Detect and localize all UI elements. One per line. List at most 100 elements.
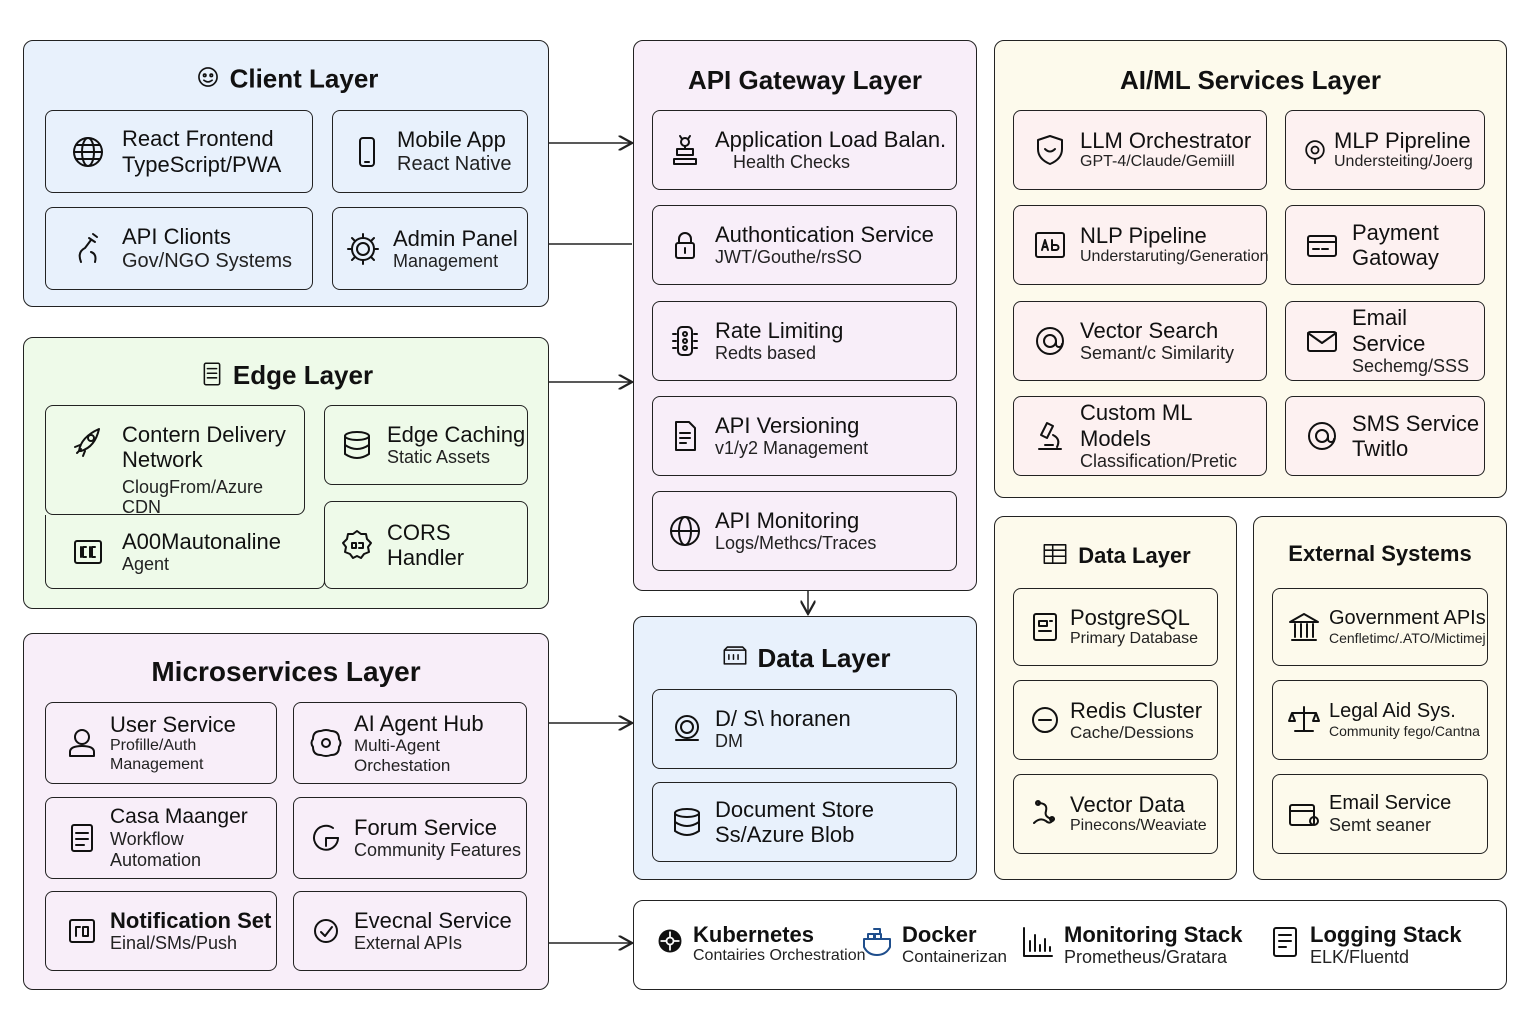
- card-subtitle: Management: [393, 250, 499, 271]
- phone-icon: [347, 132, 387, 172]
- face-icon: [194, 63, 222, 98]
- card-title: AI Agent Hub: [354, 710, 484, 736]
- client-layer-title: Client Layer: [24, 63, 548, 98]
- minus-circle-icon: [1028, 700, 1062, 740]
- table-icon: [1040, 541, 1070, 573]
- brain-icon: [306, 723, 346, 763]
- database-icon: [337, 425, 377, 465]
- card-title: CORS: [387, 519, 451, 545]
- external-systems-title: External Systems: [1288, 541, 1472, 566]
- card-subtitle: GPT-4/Claude/Gemiill: [1080, 153, 1235, 171]
- forum-icon: [306, 818, 346, 858]
- document-icon: [62, 818, 102, 858]
- card-subtitle: Handler: [387, 545, 465, 570]
- card-title: Evecnal Service: [354, 908, 512, 933]
- card-subtitle: Health Checks: [733, 152, 851, 173]
- card-subtitle: Static Assets: [387, 447, 491, 468]
- infra-subtitle: Containerizan: [902, 947, 1007, 967]
- card-subtitle: External APIs: [354, 933, 463, 954]
- grid-icon: [68, 532, 108, 572]
- card-title: Admin Panel: [393, 225, 518, 251]
- card-subtitle: Gatoway: [1352, 245, 1439, 270]
- card-subtitle: Pinecons/Weaviate: [1070, 817, 1207, 835]
- card-title: Mobile App: [397, 127, 506, 153]
- card-title: Rate Limiting: [715, 318, 844, 343]
- card-title: Email Service: [1352, 305, 1426, 356]
- card-subtitle: Einal/SMs/Push: [110, 933, 238, 954]
- edge-layer-title: Edge Layer: [24, 360, 548, 394]
- card-subtitle: TypeScript/PWA: [122, 151, 282, 177]
- disk-icon: [667, 709, 707, 749]
- shield-icon: [1030, 130, 1070, 170]
- gateway-layer-title: API Gateway Layer: [687, 65, 923, 95]
- server-icon: [199, 361, 225, 394]
- database-icon: [667, 802, 707, 842]
- data-layer-center-title: Data Layer: [634, 643, 976, 677]
- link-icon: [306, 911, 346, 951]
- card-title-line2: Network: [122, 447, 203, 473]
- card-title: MLP Pipreline: [1334, 128, 1471, 154]
- docker-icon: [860, 925, 894, 964]
- infra-subtitle: ELK/Fluentd: [1310, 947, 1410, 968]
- card-title: Edge Caching: [387, 422, 526, 447]
- card-subtitle: Semt seaner: [1329, 815, 1432, 836]
- card-legal-aid[interactable]: Legal Aid Sys.Community fego/Cantna: [1272, 680, 1488, 760]
- user-icon: [62, 723, 102, 763]
- at-search-icon: [1030, 321, 1070, 361]
- card-subtitle: Logs/Methcs/Traces: [715, 533, 877, 554]
- card-payment-icon: [1302, 225, 1342, 265]
- plug-icon: [68, 229, 108, 269]
- building-icon: [1287, 607, 1321, 647]
- mail-box-icon: [1287, 794, 1321, 834]
- infra-subtitle: Prometheus/Gratara: [1064, 947, 1228, 968]
- card-title: Notification Set: [110, 908, 272, 933]
- card-subtitle: Gov/NGO Systems: [122, 249, 293, 272]
- card-title: LLM Orchestrator: [1080, 128, 1252, 154]
- card-title: Email Service: [1329, 792, 1452, 815]
- card-load-balancer[interactable]: Application Load Balan.Health Checks: [652, 110, 957, 190]
- card-title: Government APIs: [1329, 607, 1486, 630]
- globe-icon: [665, 511, 705, 551]
- card-title: API Clionts: [122, 224, 231, 250]
- card-subtitle: JWT/Gouthe/rsSO: [715, 247, 863, 268]
- card-subtitle: Understaruting/Generation: [1080, 248, 1269, 266]
- card-subtitle: Cenfletimc/.ATO/Mictimej: [1329, 630, 1486, 647]
